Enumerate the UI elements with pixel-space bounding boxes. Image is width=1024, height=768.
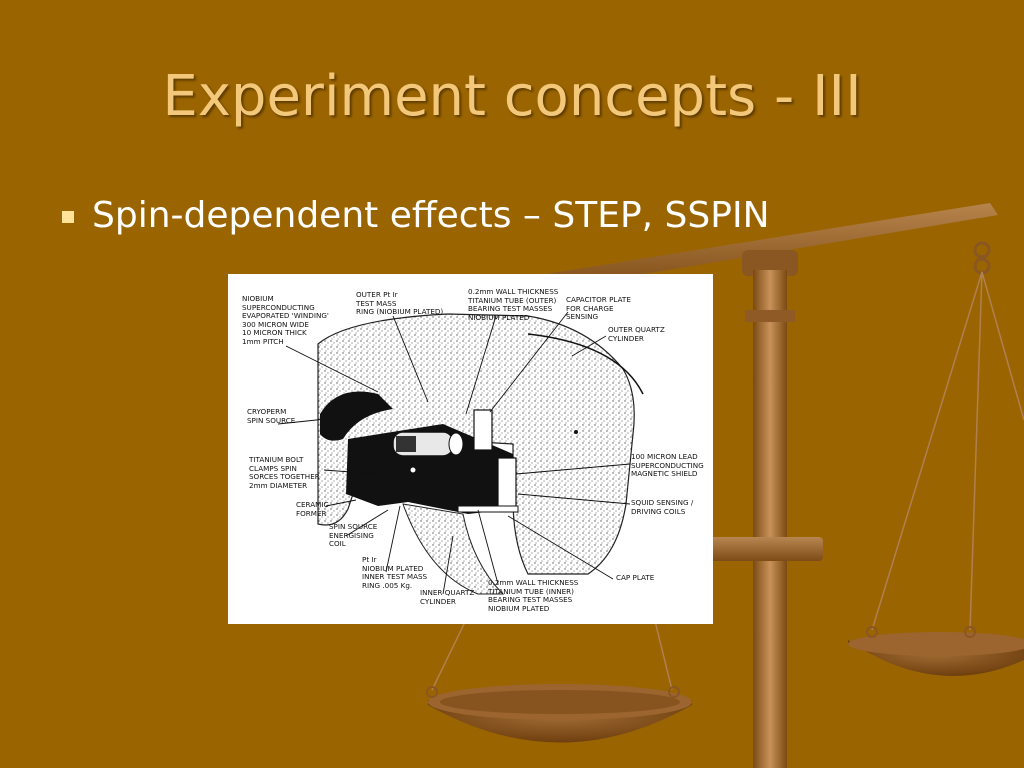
label-outer-test-mass: OUTER Pt Ir TEST MASS RING (NIOBIUM PLAT… bbox=[356, 290, 444, 317]
label-cap-plate: CAP PLATE bbox=[616, 573, 655, 582]
label-niobium-winding: NIOBIUM SUPERCONDUCTING EVAPORATED 'WIND… bbox=[242, 294, 329, 346]
label-squid-coils: SQUID SENSING / DRIVING COILS bbox=[631, 498, 694, 516]
experiment-diagram: NIOBIUM SUPERCONDUCTING EVAPORATED 'WIND… bbox=[228, 274, 713, 624]
label-outer-quartz: OUTER QUARTZ CYLINDER bbox=[608, 325, 665, 343]
apparatus-drawing bbox=[277, 311, 644, 595]
label-titanium-bolt: TITANIUM BOLT CLAMPS SPIN SORCES TOGETHE… bbox=[249, 455, 320, 490]
label-ceramic-former: CERAMIC FORMER bbox=[296, 500, 329, 518]
label-inner-tube: 0.2mm WALL THICKNESS TITANIUM TUBE (INNE… bbox=[488, 578, 579, 613]
bullet-item: Spin-dependent effects – STEP, SSPIN bbox=[62, 190, 770, 240]
label-inner-test-mass: Pt Ir NIOBIUM PLATED INNER TEST MASS RIN… bbox=[362, 555, 428, 590]
label-inner-quartz: INNER QUARTZ CYLINDER bbox=[420, 588, 475, 606]
bullet-text: Spin-dependent effects – STEP, SSPIN bbox=[92, 194, 770, 236]
label-cryoperm: CRYOPERM SPIN SOURCE bbox=[247, 407, 296, 425]
label-outer-tube: 0.2mm WALL THICKNESS TITANIUM TUBE (OUTE… bbox=[468, 287, 559, 322]
label-spin-source-coil: SPIN SOURCE ENERGISING COIL bbox=[329, 522, 378, 549]
label-capacitor-plate: CAPACITOR PLATE FOR CHARGE SENSING bbox=[566, 295, 631, 322]
slide-title: Experiment concepts - III bbox=[162, 64, 862, 129]
square-bullet-icon bbox=[62, 211, 74, 223]
label-lead-shield: 100 MICRON LEAD SUPERCONDUCTING MAGNETIC… bbox=[631, 452, 704, 479]
